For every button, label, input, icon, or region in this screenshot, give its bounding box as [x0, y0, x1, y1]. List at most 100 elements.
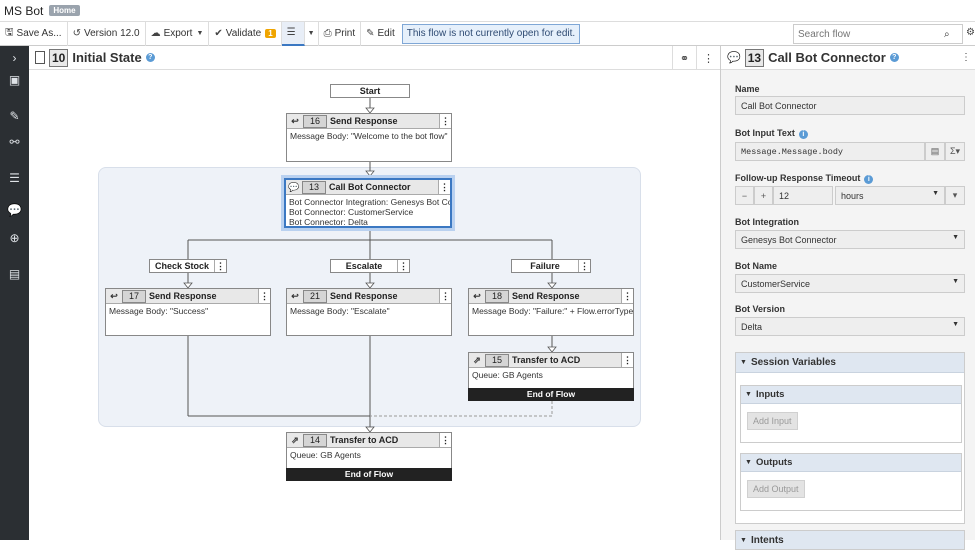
flow-icon[interactable]: ▣: [8, 73, 21, 87]
node-menu-icon[interactable]: ⋮: [438, 180, 450, 194]
bot-version-label: Bot Version: [735, 304, 786, 314]
chevron-down-icon: ▼: [745, 459, 752, 466]
outputs-header[interactable]: ▼Outputs: [741, 454, 961, 472]
expression-toggle-icon[interactable]: ▾: [945, 186, 965, 205]
toolbox-icon[interactable]: ✎: [9, 109, 20, 123]
reply-icon: ↩: [110, 290, 118, 301]
followup-value-field[interactable]: 12: [773, 186, 833, 205]
document-icon[interactable]: ▤: [8, 267, 21, 281]
chevron-down-icon: ▼: [740, 359, 747, 366]
canvas-header: 10 Initial State ? ⚭ ⋮: [29, 46, 720, 70]
followup-unit-select[interactable]: hours▼: [835, 186, 945, 205]
node-menu-icon[interactable]: ⋮: [621, 353, 633, 367]
node-menu-icon[interactable]: ⋮: [439, 114, 451, 128]
decrement-button[interactable]: −: [735, 186, 754, 205]
node-menu-icon[interactable]: ⋮: [439, 433, 451, 447]
integration-select[interactable]: Genesys Bot Connector▼: [735, 230, 965, 249]
panel-header: 💬 13 Call Bot Connector ? ⋮: [721, 46, 975, 70]
check-icon: ✔: [214, 28, 223, 39]
add-input-button[interactable]: Add Input: [747, 412, 798, 430]
path-failure[interactable]: Failure⋮: [511, 259, 591, 273]
properties-panel: 💬 13 Call Bot Connector ? ⋮ Name Call Bo…: [720, 46, 975, 550]
end-of-flow-label: End of Flow: [286, 468, 452, 481]
add-output-button[interactable]: Add Output: [747, 480, 805, 498]
start-node[interactable]: Start: [330, 84, 410, 98]
search-box: ⌕: [793, 24, 963, 44]
end-of-flow-label: End of Flow: [468, 388, 634, 401]
task-icon: [35, 51, 45, 64]
state-title: Initial State: [72, 50, 142, 65]
chevron-down-icon: ▼: [745, 391, 752, 398]
home-badge[interactable]: Home: [49, 5, 80, 16]
search-input[interactable]: [794, 28, 944, 40]
bot-name-select[interactable]: CustomerService▼: [735, 274, 965, 293]
link-icon[interactable]: ⚯: [9, 135, 20, 149]
export-button[interactable]: ☁Export▼: [146, 21, 210, 46]
path-escalate[interactable]: Escalate⋮: [330, 259, 410, 273]
bot-input-field[interactable]: Message.Message.body: [735, 142, 925, 161]
search-icon[interactable]: ⌕: [944, 28, 950, 40]
gear-icon[interactable]: ⚙: [966, 27, 975, 38]
path-menu-icon[interactable]: ⋮: [397, 260, 408, 272]
help-icon[interactable]: ?: [889, 53, 899, 62]
chat-icon[interactable]: 💬: [7, 203, 22, 217]
node-menu-icon[interactable]: ⋮: [258, 289, 270, 303]
database-icon[interactable]: ☰: [9, 171, 20, 185]
chat-bubble-icon: 💬: [288, 181, 300, 192]
node-menu-icon[interactable]: ⋮: [621, 289, 633, 303]
sigma-icon[interactable]: Σ▾: [945, 142, 965, 161]
integration-label: Bot Integration: [735, 217, 799, 227]
increment-button[interactable]: +: [754, 186, 773, 205]
version-button[interactable]: ↺Version 12.0: [68, 21, 146, 46]
more-vertical-icon[interactable]: ⋮: [961, 52, 971, 63]
bot-version-select[interactable]: Delta▼: [735, 317, 965, 336]
inputs-header[interactable]: ▼Inputs: [741, 386, 961, 404]
session-variables-header[interactable]: ▼Session Variables: [736, 353, 964, 373]
view-dropdown-button[interactable]: ▼: [305, 21, 319, 46]
path-menu-icon[interactable]: ⋮: [578, 260, 589, 272]
edit-button[interactable]: ✎Edit: [366, 28, 395, 39]
intents-header[interactable]: ▼Intents: [736, 531, 964, 549]
expand-chevron-icon[interactable]: ›: [12, 51, 17, 65]
left-rail: › ▣ ✎ ⚯ ☰ 💬 ⊕ ▤: [0, 46, 29, 540]
transfer-icon: ⇗: [473, 354, 481, 365]
help-icon[interactable]: ?: [145, 53, 155, 62]
session-variables-section: ▼Session Variables ▼Inputs Add Input ▼Ou…: [735, 352, 965, 524]
panel-node-number: 13: [744, 48, 765, 67]
chevron-down-icon: ▼: [932, 190, 939, 197]
expression-editor-icon[interactable]: ▤: [925, 142, 945, 161]
name-field[interactable]: Call Bot Connector: [735, 96, 965, 115]
save-as-button[interactable]: 🖫Save As...: [0, 21, 68, 46]
node-menu-icon[interactable]: ⋮: [439, 289, 451, 303]
reply-icon: ↩: [291, 290, 299, 301]
name-label: Name: [735, 84, 760, 94]
chevron-down-icon: ▼: [952, 234, 959, 241]
list-view-button[interactable]: ☰: [281, 21, 305, 46]
intents-section: ▼Intents: [735, 530, 965, 550]
state-number: 10: [49, 48, 69, 67]
outputs-section: ▼Outputs Add Output: [740, 453, 962, 511]
support-icon[interactable]: ⊕: [9, 231, 20, 245]
history-icon: ↺: [72, 28, 81, 39]
info-icon[interactable]: i: [798, 130, 808, 139]
chevron-down-icon: ▼: [307, 30, 315, 37]
print-button[interactable]: ⎙Print: [319, 21, 362, 46]
title-bar: MS Bot Home: [0, 0, 975, 22]
path-menu-icon[interactable]: ⋮: [214, 260, 225, 272]
path-check-stock[interactable]: Check Stock⋮: [149, 259, 227, 273]
info-icon[interactable]: i: [864, 175, 874, 184]
layout-tree-icon[interactable]: ⚭: [672, 46, 696, 70]
list-icon: ☰: [286, 27, 296, 38]
inputs-section: ▼Inputs Add Input: [740, 385, 962, 443]
more-vertical-icon[interactable]: ⋮: [696, 46, 720, 70]
chat-bubble-icon: 💬: [727, 52, 741, 64]
